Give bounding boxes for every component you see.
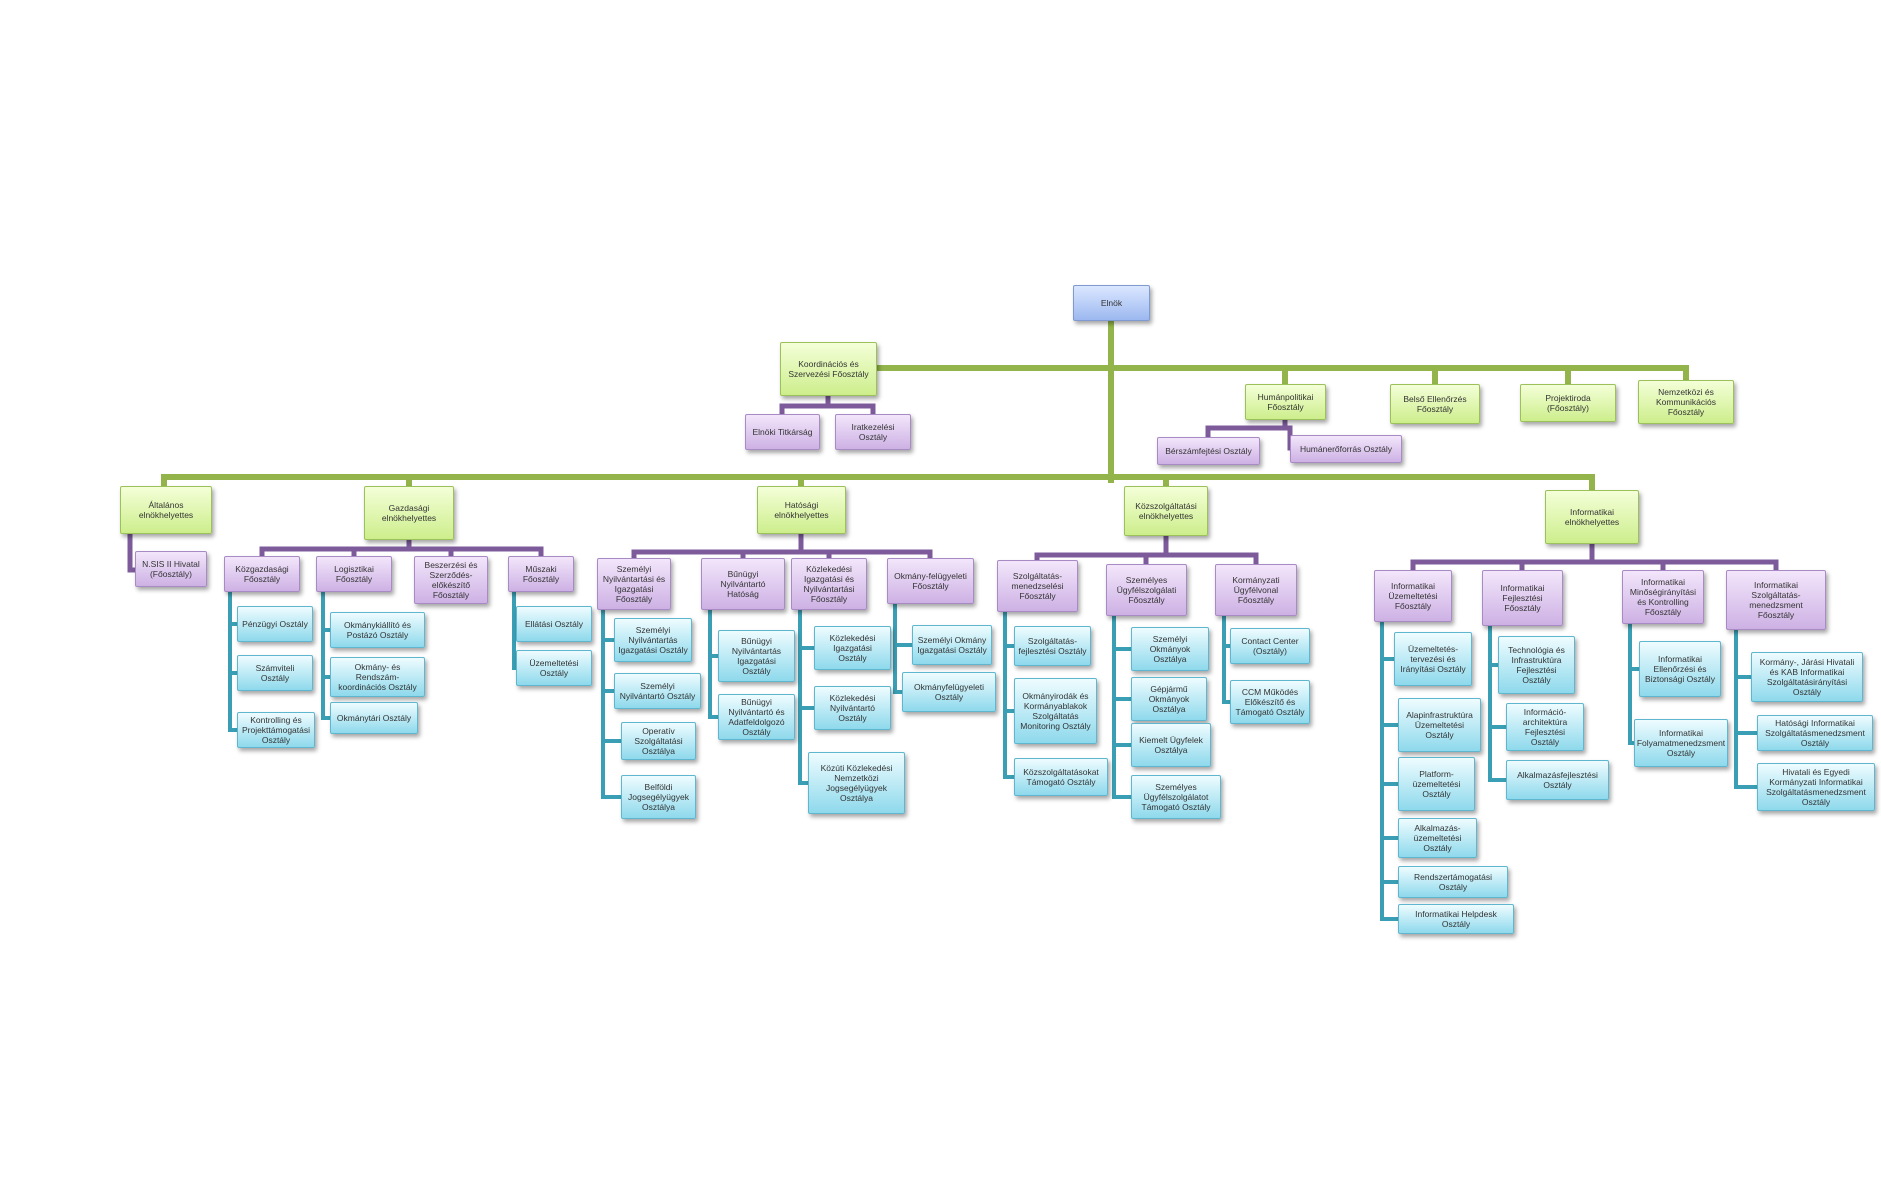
org-node-kozszolg: Közszolgáltatási elnökhelyettes (1124, 486, 1208, 536)
org-node-bun-adat: Bűnügyi Nyilvántartó és Adatfeldolgozó O… (718, 694, 795, 740)
org-node-szem-ugyf-tam: Személyes Ügyfélszolgálatot Támogató Osz… (1131, 775, 1221, 819)
org-node-rendszertam: Rendszertámogatási Osztály (1398, 866, 1508, 898)
org-node-nemzetkozi: Nemzetközi és Kommunikációs Főosztály (1638, 380, 1734, 424)
org-node-elnok: Elnök (1073, 285, 1150, 321)
org-node-hatosagi-inf: Hatósági Informatikai Szolgáltatásmenedz… (1757, 715, 1873, 751)
org-node-alapinfra: Alapinfrastruktúra Üzemeltetési Osztály (1398, 698, 1481, 752)
org-node-kozl-nyilv: Közlekedési Nyilvántartó Osztály (814, 686, 891, 730)
org-node-human: Humánpolitikai Főosztály (1245, 384, 1326, 420)
org-node-informacio: Információ-architektúra Fejlesztési Oszt… (1506, 703, 1584, 751)
org-node-alkalm-uzem: Alkalmazás-üzemeltetési Osztály (1398, 818, 1477, 858)
org-node-szny-fo: Személyi Nyilvántartási és Igazgatási Fő… (597, 558, 671, 610)
org-node-gazdasagi: Gazdasági elnökhelyettes (364, 486, 454, 540)
org-node-korm-jarasi: Kormány-, Járási Hivatali és KAB Informa… (1751, 652, 1863, 702)
org-node-okmanykiallito: Okmánykiállító és Postázó Osztály (330, 612, 425, 648)
org-node-muszaki: Műszaki Főosztály (508, 556, 574, 592)
org-node-hatosagi: Hatósági elnökhelyettes (757, 486, 846, 534)
org-node-szolg-menedzs: Szolgáltatás-menedzselési Főosztály (997, 560, 1078, 612)
org-node-helpdesk: Informatikai Helpdesk Osztály (1398, 904, 1514, 934)
org-node-gepjarmu: Gépjármű Okmányok Osztálya (1131, 677, 1207, 721)
org-node-elnoki-titk: Elnöki Titkárság (745, 414, 820, 450)
org-node-iratkez: Iratkezelési Osztály (835, 414, 911, 450)
org-node-uzem-terv: Üzemeltetés-tervezési és Irányítási Oszt… (1394, 632, 1472, 686)
org-node-inf-folyamat: Informatikai Folyamatmenedzsment Osztály (1634, 719, 1728, 767)
org-node-okmanytari: Okmánytári Osztály (330, 702, 418, 734)
org-node-kozszolg-tam: Közszolgáltatásokat Támogató Osztály (1014, 758, 1108, 796)
org-node-penzugyi: Pénzügyi Osztály (237, 606, 313, 642)
org-node-okm-fel-o: Okmányfelügyeleti Osztály (902, 672, 996, 712)
org-node-altalanos: Általános elnökhelyettes (120, 486, 212, 534)
org-node-okm-fel-fo: Okmány-felügyeleti Főosztály (887, 558, 974, 604)
org-node-okmanyirodak: Okmányirodák és Kormányablakok Szolgálta… (1014, 678, 1097, 744)
org-node-kozl-igaz: Közlekedési Igazgatási Osztály (814, 626, 891, 670)
org-node-nsish: N.SIS II Hivatal (Főosztály) (135, 551, 207, 587)
org-node-szem-okm-igaz: Személyi Okmány Igazgatási Osztály (912, 625, 992, 665)
org-node-belso: Belső Ellenőrzés Főosztály (1390, 384, 1480, 424)
org-node-bun-igaz: Bűnügyi Nyilvántartás Igazgatási Osztály (718, 630, 795, 682)
org-node-platform: Platform-üzemeltetési Osztály (1398, 757, 1475, 811)
org-node-contact: Contact Center (Osztály) (1230, 628, 1310, 664)
org-node-kozuti: Közúti Közlekedési Nemzetközi Jogsegélyü… (808, 752, 905, 814)
org-node-szolg-fejl: Szolgáltatás-fejlesztési Osztály (1014, 626, 1091, 666)
org-node-inf-fejl-fo: Informatikai Fejlesztési Főosztály (1482, 570, 1563, 626)
connector-lines (127, 318, 1779, 921)
org-node-okmany-rendszam: Okmány- és Rendszám-koordinációs Osztály (330, 657, 425, 697)
org-node-techn: Technológia és Infrastruktúra Fejlesztés… (1498, 636, 1575, 694)
org-node-korm-ugyf: Kormányzati Ügyfélvonal Főosztály (1215, 564, 1297, 616)
org-node-berszam: Bérszámfejtési Osztály (1157, 437, 1260, 465)
org-node-szamviteli: Számviteli Osztály (237, 655, 313, 691)
org-node-humaneroforras: Humánerőforrás Osztály (1290, 435, 1402, 463)
org-node-beszerzesi: Beszerzési és Szerződés-előkészítő Főosz… (414, 556, 488, 604)
org-node-ellatasi: Ellátási Osztály (516, 606, 592, 642)
org-node-inf-szolg-fo: Informatikai Szolgáltatás-menedzsment Fő… (1726, 570, 1826, 630)
org-node-belfoldi: Belföldi Jogsegélyügyek Osztálya (621, 775, 696, 819)
org-node-szem-ugyf-fo: Személyes Ügyfélszolgálati Főosztály (1106, 564, 1187, 616)
org-node-inf-ellenorzes: Informatikai Ellenőrzési és Biztonsági O… (1639, 641, 1721, 697)
org-node-hivatali: Hivatali és Egyedi Kormányzati Informati… (1757, 763, 1875, 811)
org-node-ccm: CCM Működés Előkészítő és Támogató Osztá… (1230, 680, 1310, 724)
org-node-szny-nyilv: Személyi Nyilvántartó Osztály (614, 673, 701, 709)
org-node-szny-igaz: Személyi Nyilvántartás Igazgatási Osztál… (614, 618, 692, 662)
org-node-kozl-fo: Közlekedési Igazgatási és Nyilvántartási… (791, 558, 867, 610)
org-node-inf-minoseg-fo: Informatikai Minőségirányítási és Kontro… (1622, 570, 1704, 624)
org-node-szem-okm: Személyi Okmányok Osztálya (1131, 627, 1209, 671)
org-node-operativ: Operatív Szolgáltatási Osztálya (621, 722, 696, 760)
org-node-kontrolling: Kontrolling és Projekttámogatási Osztály (237, 712, 315, 748)
org-node-kiemelt: Kiemelt Ügyfelek Osztálya (1131, 723, 1211, 767)
org-node-uzemeltetesi: Üzemeltetési Osztály (516, 650, 592, 686)
org-node-bunugyi: Bűnügyi Nyilvántartó Hatóság (701, 558, 785, 610)
org-node-projekt: Projektiroda (Főosztály) (1520, 384, 1616, 422)
org-node-koord: Koordinációs és Szervezési Főosztály (780, 342, 877, 396)
org-node-kozgazd: Közgazdasági Főosztály (224, 556, 300, 592)
org-node-informatikai: Informatikai elnökhelyettes (1545, 490, 1639, 544)
org-node-logisztikai: Logisztikai Főosztály (316, 556, 392, 592)
org-node-alkalm-fejl: Alkalmazásfejlesztési Osztály (1506, 760, 1609, 800)
org-node-inf-uzem-fo: Informatikai Üzemeltetési Főosztály (1374, 570, 1452, 622)
